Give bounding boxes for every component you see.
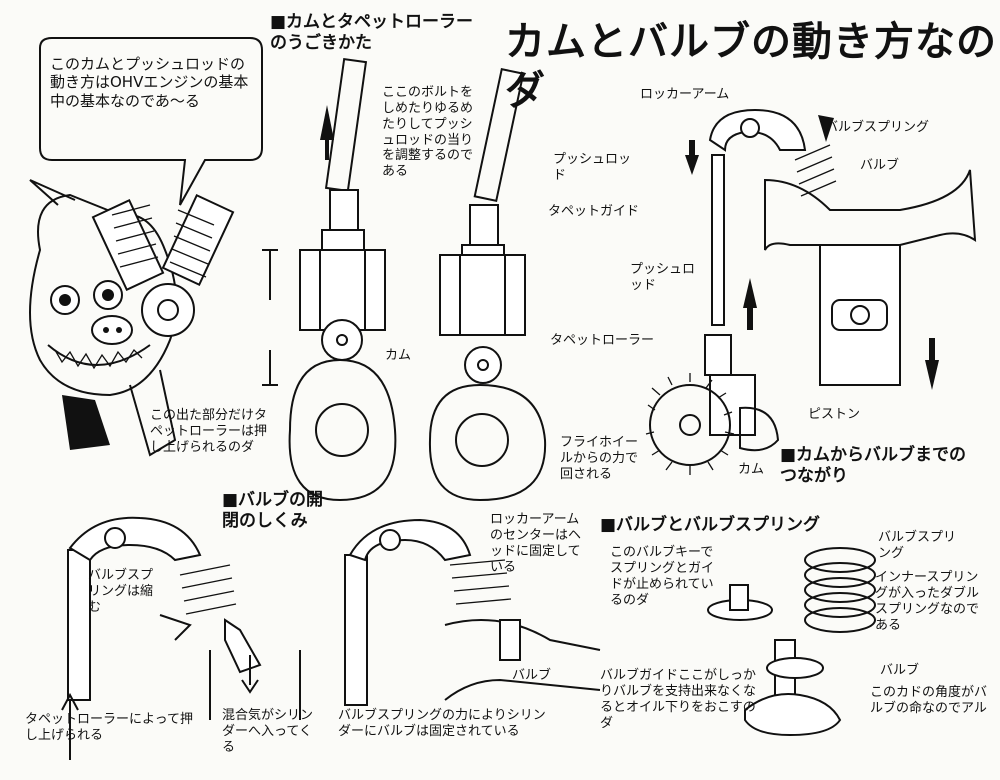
- label-bolt-note: ここのボルトをしめたりゆるめたりしてプッシュロッドの当りを調整するのである: [382, 85, 474, 180]
- heading-valve-spring: ■バルブとバルブスプリング: [600, 515, 821, 535]
- label-valve-spring: バルブスプリング: [825, 120, 930, 135]
- label-pushrod: プッシュロッド: [553, 152, 632, 183]
- label-cam: カム: [385, 348, 412, 363]
- label-valve-part: バルブ: [880, 663, 920, 678]
- heading-cam-tappet: ■カムとタペットローラーのうごきかた: [270, 12, 474, 53]
- valve-close-diagram: [344, 518, 601, 706]
- label-angle-note: このカドの角度がバルブの命なのでアル: [870, 685, 988, 716]
- label-valve-mid: バルブ: [512, 668, 552, 683]
- heading-cam-to-valve: ■カムからバルブまでのつながり: [780, 445, 967, 486]
- label-valve: バルブ: [860, 158, 900, 173]
- label-valve-spring-part: バルブスプリング: [878, 530, 957, 561]
- arrow-down-mixture: [241, 655, 259, 694]
- label-piston: ピストン: [808, 407, 861, 422]
- cam-to-valve-assembly: [645, 108, 977, 475]
- label-rocker-center: ロッカーアームのセンターはヘッドに固定している: [490, 512, 582, 575]
- label-tappet-guide: タペットガイド: [548, 204, 640, 219]
- label-rocker-arm: ロッカーアーム: [640, 87, 730, 102]
- valve-spring-parts: [707, 547, 876, 737]
- speech-bubble-text: このカムとプッシュロッドの動き方はOHVエンジンの基本中の基本なのであ〜る: [50, 55, 249, 110]
- arrow-up-bottom: [61, 692, 79, 760]
- label-spring-force: バルブスプリングの力によりシリンダーにバルブは固定されている: [338, 708, 546, 739]
- label-tappet-roller: タペットローラー: [550, 333, 655, 348]
- label-tappet-push: タペットローラーによって押し上げられる: [25, 712, 193, 743]
- tappet-assembly-right: [428, 67, 547, 502]
- valve-open-diagram: [67, 516, 301, 720]
- label-cam-right: カム: [738, 462, 765, 477]
- tappet-assembly-left: [262, 57, 397, 502]
- label-valve-key-note: このバルブキーでスプリングとガイドが止められているのダ: [610, 545, 715, 608]
- label-valve-guide-note: バルブガイドここがしっかりバルブを支持出来なくなるとオイル下りをおこすのダ: [600, 668, 757, 731]
- heading-valve-open-close: ■バルブの開閉のしくみ: [222, 490, 324, 531]
- label-flywheel-note: フライホイールからの力で回される: [560, 435, 639, 482]
- pig-mascot: [29, 179, 235, 457]
- page-title: カムとバルブの動き方なのダ: [505, 19, 997, 114]
- label-mixture: 混合気がシリンダーへ入ってくる: [222, 708, 314, 755]
- label-pushrod-right: プッシュロッド: [630, 262, 696, 293]
- label-inner-spring-note: インナースプリングが入ったダブルスプリングなのである: [875, 570, 980, 633]
- label-spring-compress: バルブスプリングは縮む: [88, 568, 154, 615]
- label-lift-note: この出た部分だけタペットローラーは押し上げられるのダ: [150, 408, 268, 455]
- speech-bubble-shape: [39, 37, 263, 206]
